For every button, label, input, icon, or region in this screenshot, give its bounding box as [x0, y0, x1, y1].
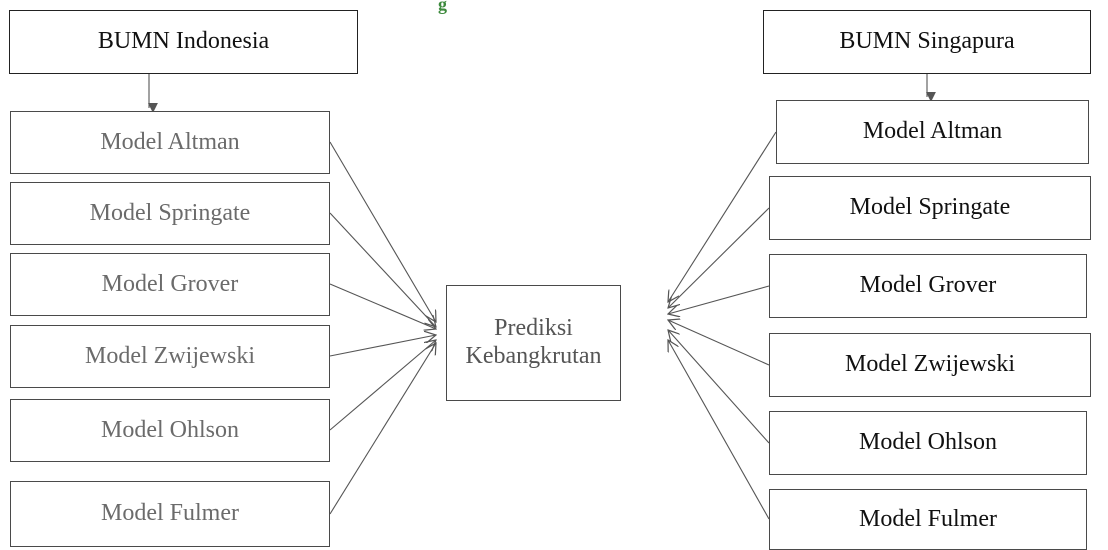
left-model-label: Model Ohlson [101, 416, 239, 443]
left-connector-1 [329, 212, 436, 327]
left-connector-2 [329, 283, 436, 329]
left-model-box-fulmer: Model Fulmer [10, 481, 330, 547]
right-model-box-grover: Model Grover [769, 254, 1087, 318]
left-model-label: Model Zwijewski [85, 342, 255, 369]
right-model-box-springate: Model Springate [769, 176, 1091, 240]
left-model-label: Model Altman [100, 128, 240, 155]
right-model-box-ohlson: Model Ohlson [769, 411, 1087, 475]
right-model-box-zwijewski: Model Zwijewski [769, 333, 1091, 397]
right-connector-2 [668, 285, 770, 314]
left-model-box-ohlson: Model Ohlson [10, 399, 330, 462]
left-model-box-springate: Model Springate [10, 182, 330, 245]
left-model-label: Model Springate [89, 199, 251, 226]
right-connector-5 [668, 340, 770, 520]
right-connector-3 [668, 320, 770, 366]
left-connector-0 [329, 141, 436, 322]
center-label: Prediksi Kebangkrutan [465, 315, 602, 369]
right-connector-1 [668, 207, 770, 308]
right-model-box-fulmer: Model Fulmer [769, 489, 1087, 550]
source-label-indonesia: BUMN Indonesia [97, 28, 270, 55]
right-model-label: Model Zwijewski [845, 351, 1015, 378]
right-model-label: Model Springate [849, 194, 1011, 221]
left-model-label: Model Fulmer [101, 500, 239, 527]
left-model-box-grover: Model Grover [10, 253, 330, 316]
figure-title-fragment: g [438, 0, 447, 14]
left-connector-5 [329, 343, 436, 515]
source-box-singapura: BUMN Singapura [763, 10, 1091, 74]
center-box-prediksi: Prediksi Kebangkrutan [446, 285, 621, 401]
left-model-box-altman: Model Altman [10, 111, 330, 174]
right-connector-0 [668, 131, 777, 302]
source-label-singapura: BUMN Singapura [839, 28, 1015, 55]
right-model-label: Model Ohlson [859, 429, 997, 456]
left-model-box-zwijewski: Model Zwijewski [10, 325, 330, 388]
left-connector-4 [329, 340, 436, 431]
right-model-label: Model Altman [862, 118, 1003, 145]
right-model-label: Model Fulmer [859, 505, 997, 532]
left-connector-3 [329, 335, 436, 357]
right-model-label: Model Grover [859, 272, 997, 299]
source-box-indonesia: BUMN Indonesia [9, 10, 358, 74]
left-model-label: Model Grover [101, 270, 239, 297]
right-model-box-altman: Model Altman [776, 100, 1089, 164]
right-connector-4 [668, 330, 770, 444]
